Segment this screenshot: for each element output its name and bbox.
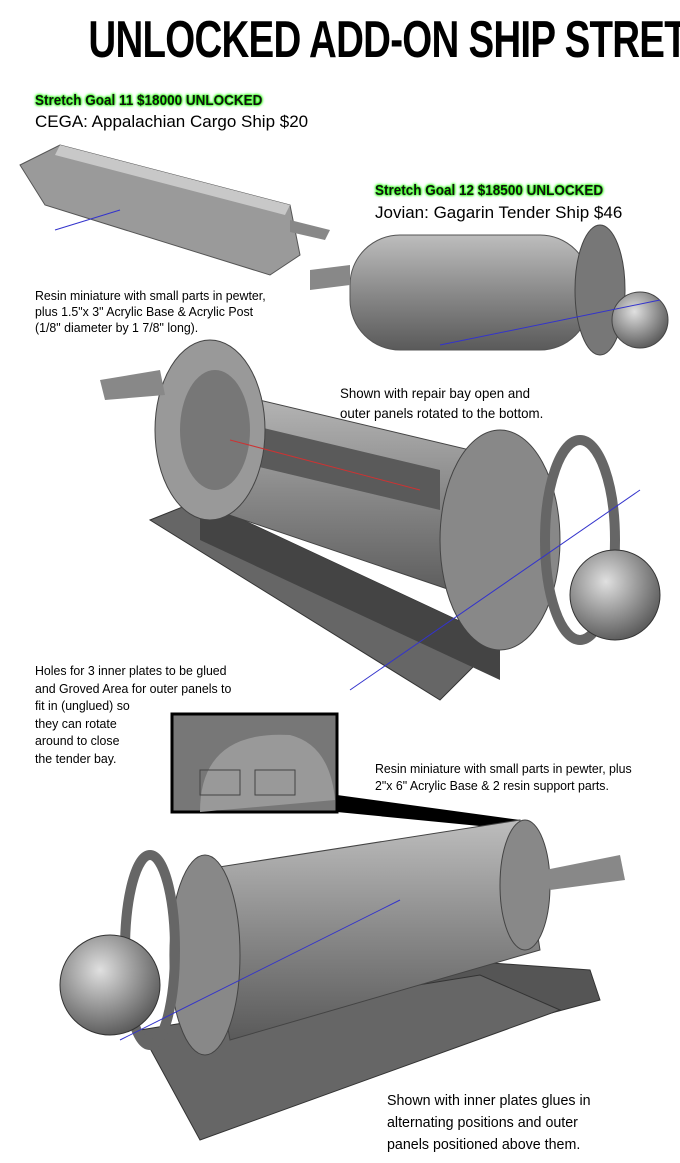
note-line: Shown with inner plates glues in [387, 1092, 591, 1109]
description-line: Resin miniature with small parts in pewt… [375, 761, 632, 776]
stretch-goal-11-ship: CEGA: Appalachian Cargo Ship $20 [35, 112, 309, 131]
note-line: panels positioned above them. [387, 1136, 581, 1153]
description-line: Resin miniature with small parts in pewt… [35, 288, 266, 303]
stretch-goal-12-ship: Jovian: Gagarin Tender Ship $46 [375, 203, 623, 222]
stretch-goal-12-label: Stretch Goal 12 $18500 UNLOCKED [375, 182, 604, 199]
stretch-goal-12-description: Resin miniature with small parts in pewt… [375, 760, 632, 794]
tender-ship-render-open [100, 339, 661, 701]
inner-plates-note: Shown with inner plates glues in alterna… [387, 1090, 591, 1156]
note-line: and Groved Area for outer panels to [35, 680, 232, 696]
description-line: plus 1.5"x 3" Acrylic Base & Acrylic Pos… [35, 304, 254, 319]
repair-bay-note: Shown with repair bay open and outer pan… [340, 383, 543, 423]
cargo-ship-render [19, 144, 330, 276]
tender-ship-render-1 [310, 224, 669, 356]
stretch-goal-11-description: Resin miniature with small parts in pewt… [35, 288, 266, 336]
note-line: alternating positions and outer [387, 1114, 578, 1131]
note-line: around to close [35, 733, 120, 748]
note-line: outer panels rotated to the bottom. [340, 405, 544, 421]
note-line: Shown with repair bay open and [340, 385, 531, 401]
description-line: 2"x 6" Acrylic Base & 2 resin support pa… [375, 778, 609, 793]
note-line: they can rotate [35, 715, 117, 731]
stretch-goal-11-label: Stretch Goal 11 $18000 UNLOCKED [35, 92, 263, 109]
note-line: Holes for 3 inner plates to be glued [35, 663, 227, 678]
detail-inset [170, 712, 520, 830]
description-line: (1/8" diameter by 1 7/8" long). [35, 320, 199, 335]
page-title: UNLOCKED ADD-ON SHIP STRETCH GOALS [88, 11, 680, 69]
note-line: fit in (unglued) so [35, 698, 130, 713]
note-line: the tender bay. [35, 750, 117, 766]
holes-note: Holes for 3 inner plates to be glued and… [35, 662, 231, 767]
tender-ship-render-closed [59, 819, 625, 1141]
